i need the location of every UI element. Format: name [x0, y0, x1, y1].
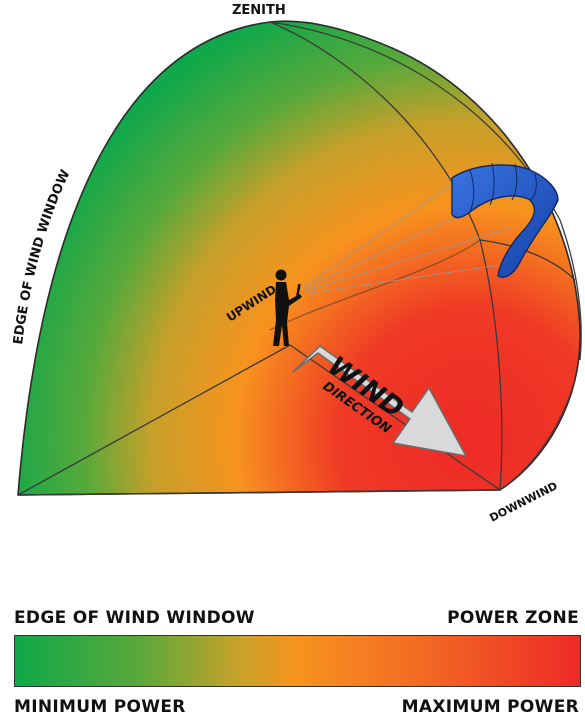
legend-edge-label: EDGE OF WIND WINDOW	[14, 608, 255, 628]
legend-maximum-power-label: MAXIMUM POWER	[402, 697, 579, 717]
legend-power-zone-label: POWER ZONE	[447, 608, 579, 628]
wind-window-surface	[18, 21, 580, 495]
power-gradient-bar	[14, 635, 581, 687]
zenith-label: ZENITH	[232, 3, 286, 18]
legend-minimum-power-label: MINIMUM POWER	[14, 697, 186, 717]
